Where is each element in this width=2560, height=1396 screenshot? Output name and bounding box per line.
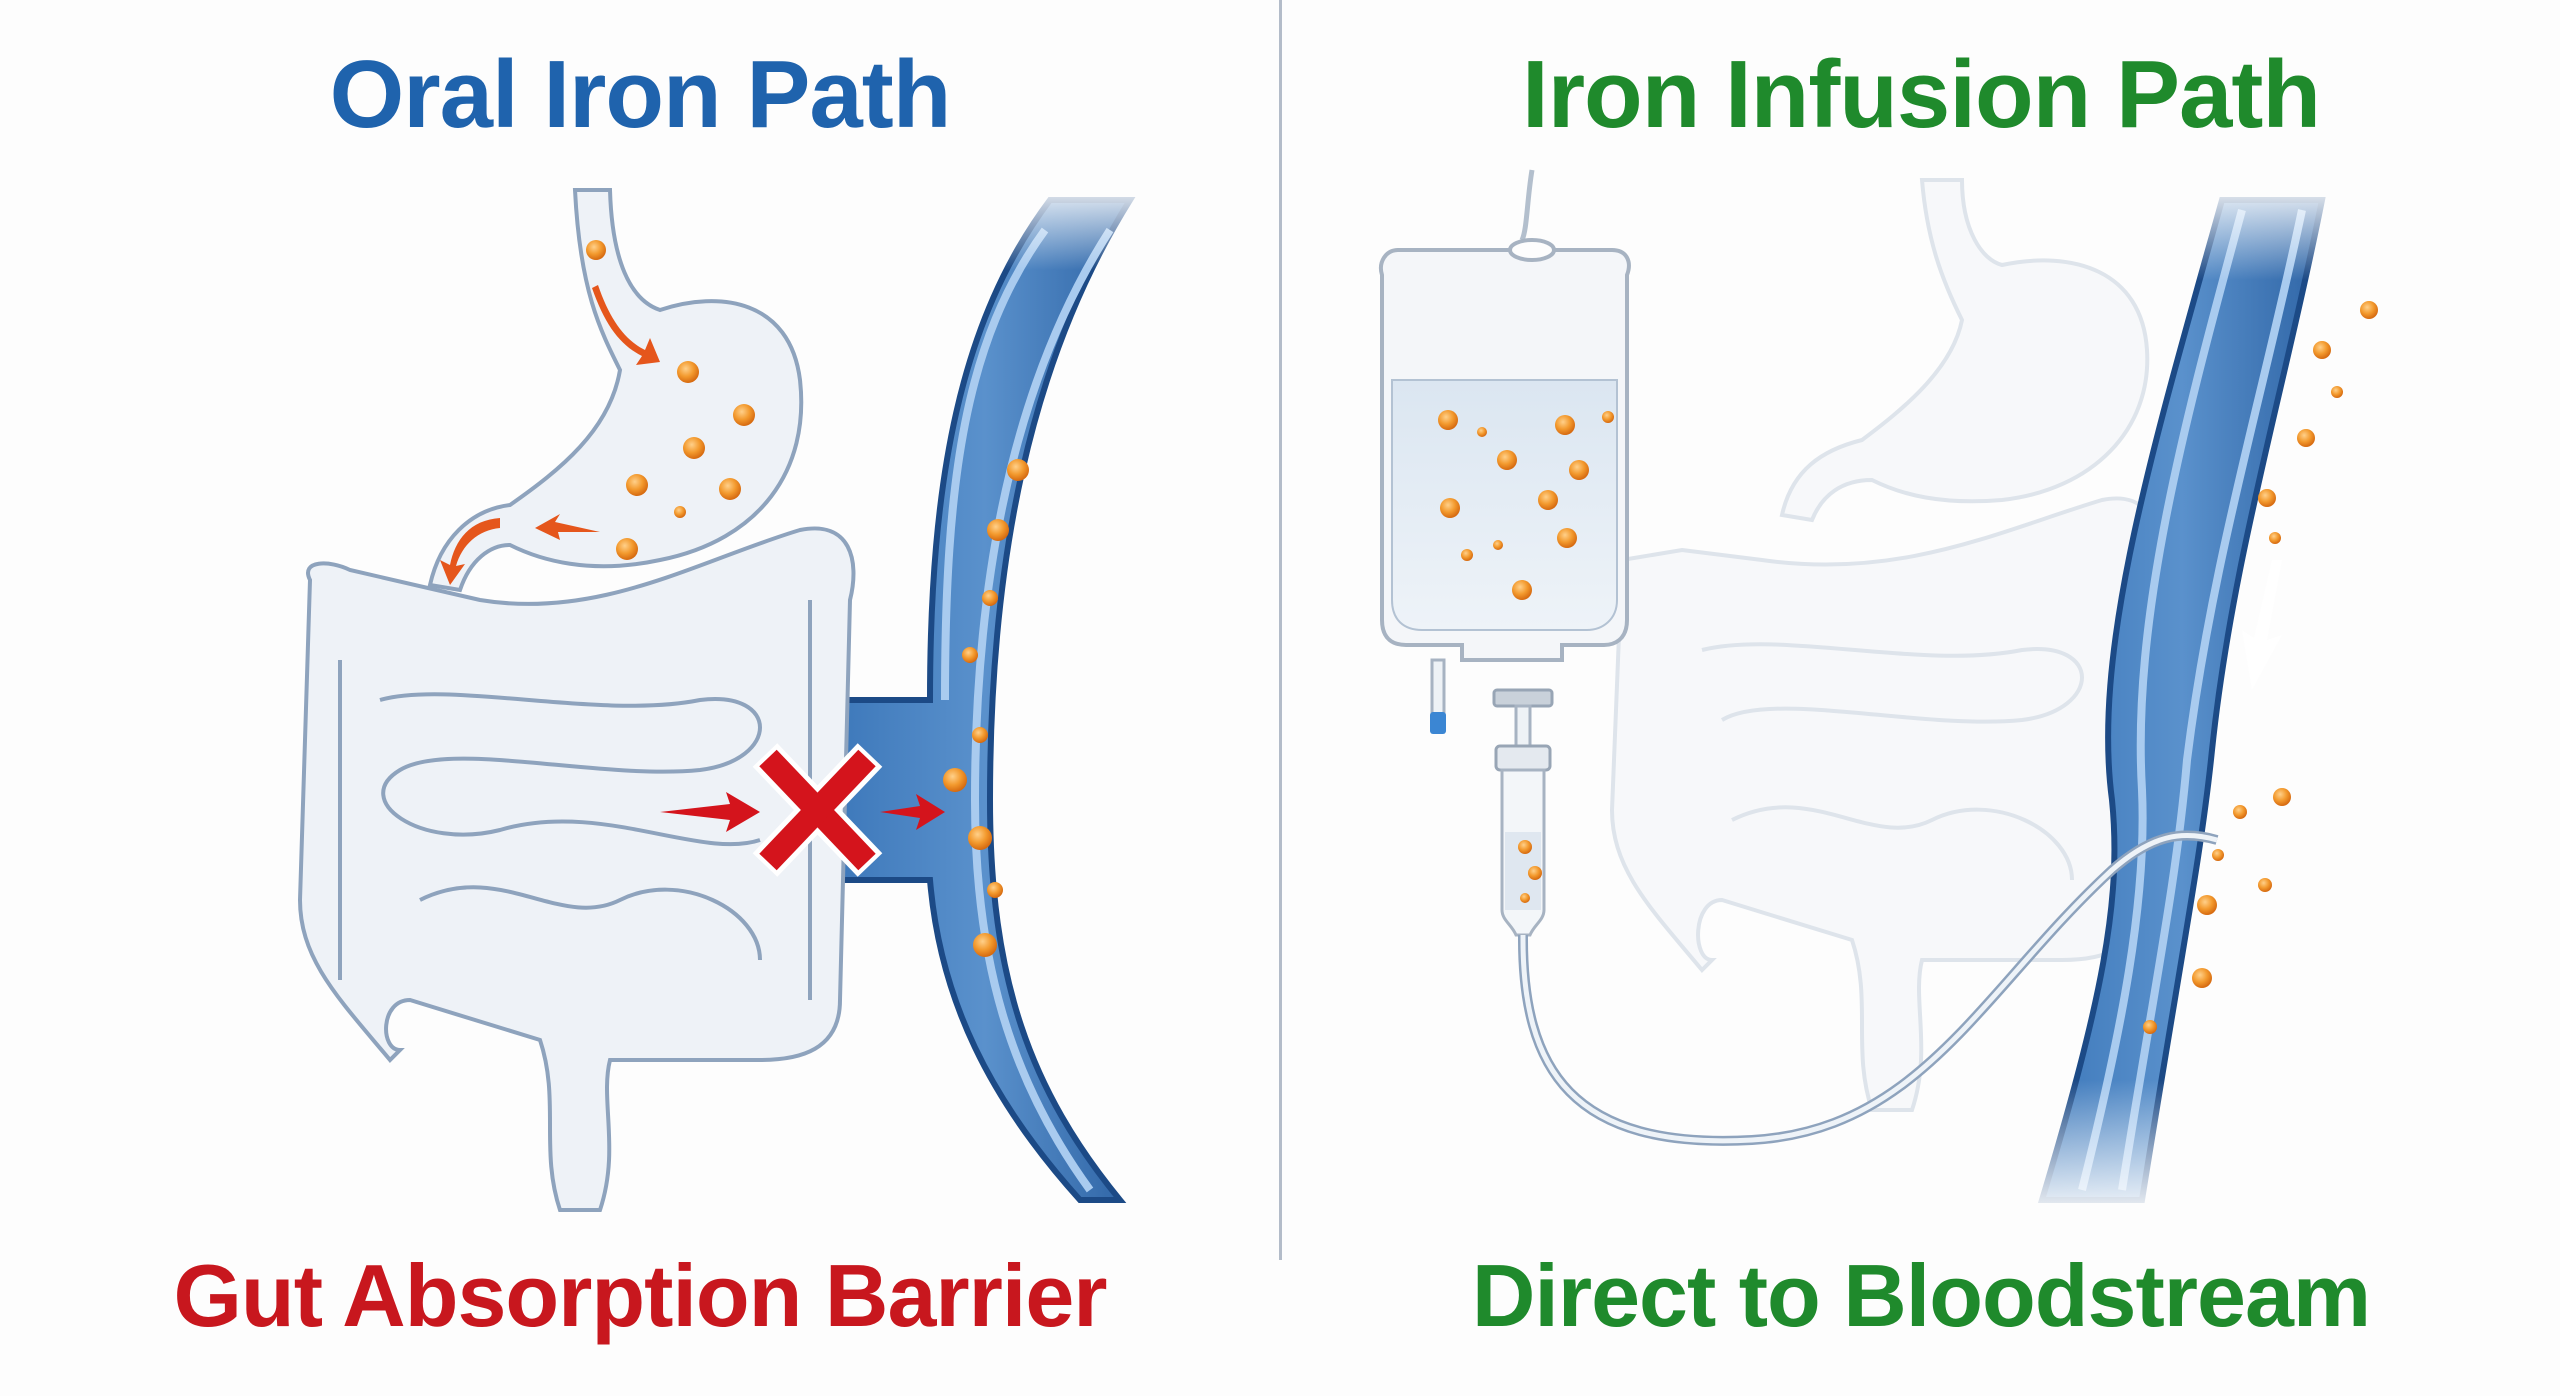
panel-divider	[1279, 0, 1282, 1260]
flow-arrows	[440, 285, 660, 585]
faded-digestive-tract	[1609, 178, 2158, 1112]
oral-iron-panel: Oral Iron Path Gut Absorption Barrier	[173, 41, 1200, 1345]
stomach	[427, 188, 804, 593]
flow-arrow-icon	[2242, 560, 2282, 690]
infusion-path-title: Iron Infusion Path	[1522, 41, 2321, 148]
oral-path-illustration	[297, 180, 1200, 1212]
infusion-path-illustration	[1379, 169, 2378, 1220]
direct-bloodstream-caption: Direct to Bloodstream	[1471, 1246, 2371, 1345]
blood-vessel	[804, 197, 1136, 1203]
blocked-absorption-x	[660, 743, 945, 877]
iron-particles	[586, 240, 1029, 957]
gut-barrier-caption: Gut Absorption Barrier	[173, 1246, 1107, 1345]
intestines	[297, 526, 856, 1212]
iron-particles	[1438, 301, 2378, 1034]
oral-path-title: Oral Iron Path	[329, 41, 952, 148]
iron-infusion-panel: Iron Infusion Path Direct to Bloodstream	[1282, 0, 2560, 1396]
